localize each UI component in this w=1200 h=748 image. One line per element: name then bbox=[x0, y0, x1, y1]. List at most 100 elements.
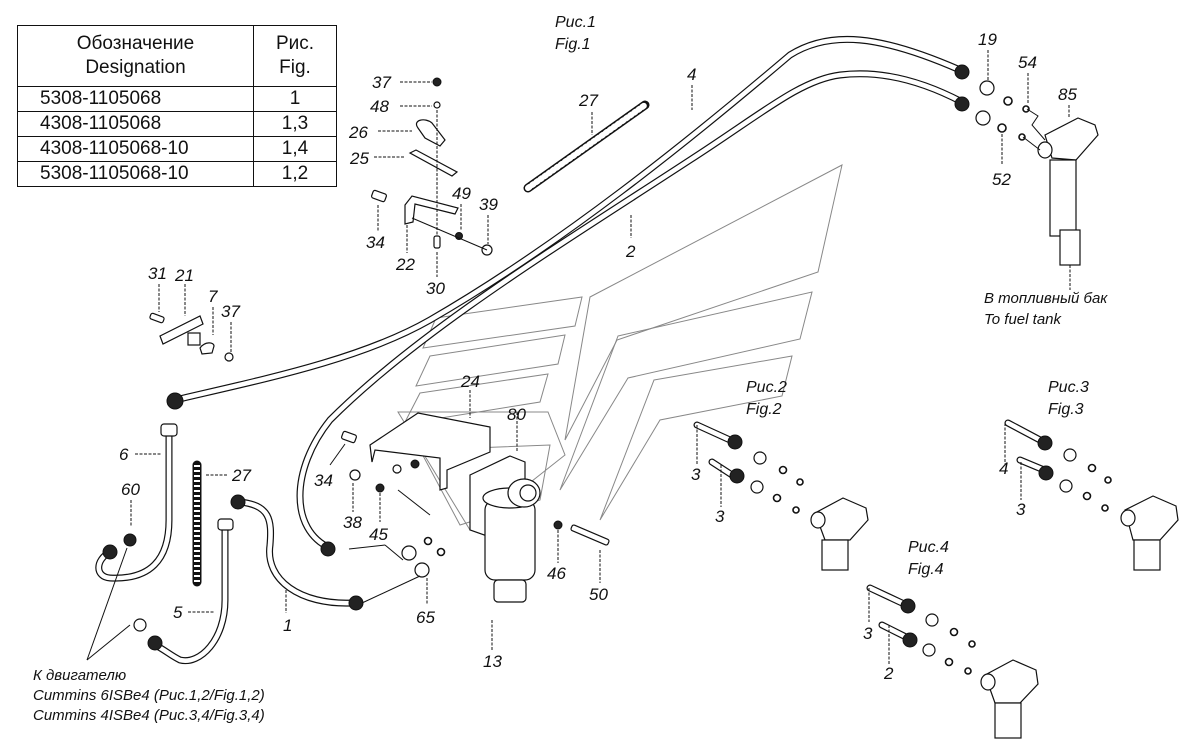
callout-65: 65 bbox=[416, 608, 435, 627]
leader-lines bbox=[130, 50, 1071, 664]
callout-21: 21 bbox=[174, 266, 194, 285]
callout-5: 5 bbox=[173, 603, 183, 622]
header-designation-ru: Обозначение bbox=[76, 33, 195, 54]
fitting-nut bbox=[147, 635, 163, 651]
bolt-30 bbox=[433, 235, 441, 249]
washer-46 bbox=[553, 520, 563, 530]
tube-6 bbox=[95, 426, 173, 582]
callout-80: 80 bbox=[507, 405, 526, 424]
callout-fig4-3: 3 bbox=[863, 624, 873, 643]
fuel-tank-sender bbox=[1022, 108, 1099, 266]
fig-cell: 1,3 bbox=[253, 111, 337, 137]
callout-27-bottom: 27 bbox=[231, 466, 251, 485]
fig-cell: 1 bbox=[253, 86, 337, 112]
fig3-title-ru: Рис.3 bbox=[1048, 379, 1089, 396]
fitting-nut bbox=[348, 595, 364, 611]
engine-note-4isbe4: Cummins 4ISBe4 (Рис.3,4/Fig.3,4) bbox=[33, 707, 265, 724]
tube-1 bbox=[236, 498, 356, 607]
designation-cell: 5308-1105068 bbox=[17, 86, 254, 112]
fitting-nut bbox=[230, 494, 246, 510]
callout-60: 60 bbox=[121, 480, 140, 499]
bolt-34 bbox=[371, 189, 387, 203]
sender-port bbox=[1037, 141, 1053, 159]
engine-pointers bbox=[86, 547, 131, 661]
table-row: 5308-1105068-10 1,2 bbox=[17, 161, 337, 187]
tube-2 bbox=[296, 70, 966, 552]
seal-54 bbox=[1018, 133, 1026, 141]
fitting-nut bbox=[954, 96, 970, 112]
fuel-filter-13 bbox=[484, 499, 536, 581]
nut bbox=[410, 459, 420, 469]
callout-fig4-2: 2 bbox=[883, 664, 894, 683]
fig2-title-en: Fig.2 bbox=[746, 401, 782, 418]
fig-cell: 1,2 bbox=[253, 161, 337, 187]
plate-21 bbox=[159, 315, 204, 345]
fitting-60 bbox=[123, 533, 137, 547]
bolt-31 bbox=[149, 312, 165, 324]
callout-fig3-4: 4 bbox=[999, 459, 1008, 478]
callout-1: 1 bbox=[283, 616, 292, 635]
figure-titles: Рис.1 Fig.1 Рис.2 Fig.2 Рис.3 Fig.3 Рис.… bbox=[555, 14, 1089, 578]
fitting-nut bbox=[320, 541, 336, 557]
filter-cap-knob bbox=[519, 484, 537, 502]
fig4-title-ru: Рис.4 bbox=[908, 539, 949, 556]
fig4-title-en: Fig.4 bbox=[908, 561, 944, 578]
fitting-19 bbox=[979, 80, 995, 96]
fig4-assembly bbox=[866, 584, 1039, 739]
designation-cell: 4308-1105068 bbox=[17, 111, 254, 137]
table-header-row: Обозначение Designation Рис. Fig. bbox=[17, 25, 337, 87]
fitting-65 bbox=[414, 562, 430, 578]
callout-48: 48 bbox=[370, 97, 389, 116]
seal-ring bbox=[997, 123, 1007, 133]
seal-ring bbox=[1003, 96, 1013, 106]
header-fig-en: Fig. bbox=[279, 57, 311, 78]
callout-25: 25 bbox=[349, 149, 369, 168]
callout-13: 13 bbox=[483, 652, 502, 671]
engine-note-6isbe4: Cummins 6ISBe4 (Рис.1,2/Fig.1,2) bbox=[33, 687, 265, 704]
fig3-assembly bbox=[1004, 419, 1179, 571]
callout-34: 34 bbox=[366, 233, 385, 252]
callout-31: 31 bbox=[148, 264, 167, 283]
callout-2: 2 bbox=[625, 242, 636, 261]
table-row: 5308-1105068 1 bbox=[17, 86, 337, 112]
callout-50: 50 bbox=[589, 585, 608, 604]
callout-fig2-3b: 3 bbox=[715, 507, 725, 526]
callout-39: 39 bbox=[479, 195, 498, 214]
nut-37 bbox=[432, 77, 442, 87]
callout-34b: 34 bbox=[314, 471, 333, 490]
sender-float bbox=[1059, 229, 1081, 266]
callout-85: 85 bbox=[1058, 85, 1077, 104]
bracket-24 bbox=[369, 412, 491, 491]
callout-fig3-3: 3 bbox=[1016, 500, 1026, 519]
fitting-adapter bbox=[401, 545, 417, 561]
callout-26: 26 bbox=[348, 123, 368, 142]
pad-25 bbox=[408, 149, 459, 177]
washer-48 bbox=[433, 101, 441, 109]
spring-27-top bbox=[523, 100, 650, 193]
header-designation: Обозначение Designation bbox=[17, 25, 254, 87]
designation-table: Обозначение Designation Рис. Fig. 5308-1… bbox=[17, 25, 337, 187]
callout-6: 6 bbox=[119, 445, 129, 464]
bolt-50 bbox=[570, 524, 610, 546]
bracket-22 bbox=[404, 195, 459, 225]
callout-37b: 37 bbox=[221, 302, 240, 321]
header-designation-en: Designation bbox=[85, 57, 186, 78]
washer bbox=[392, 464, 402, 474]
callout-27-top: 27 bbox=[578, 91, 598, 110]
callout-4: 4 bbox=[687, 65, 696, 84]
tube-4 bbox=[171, 35, 964, 404]
callout-30: 30 bbox=[426, 279, 445, 298]
clip-7 bbox=[199, 342, 215, 355]
callout-38: 38 bbox=[343, 513, 362, 532]
clamp-26 bbox=[415, 119, 446, 147]
table-row: 4308-1105068 1,3 bbox=[17, 111, 337, 137]
callouts: 37 48 26 25 34 22 30 49 39 27 4 2 19 54 … bbox=[119, 30, 1077, 683]
callout-52: 52 bbox=[992, 170, 1011, 189]
fitting-19 bbox=[975, 110, 991, 126]
seal-54 bbox=[1022, 105, 1030, 113]
callout-45: 45 bbox=[369, 525, 388, 544]
designation-cell: 5308-1105068-10 bbox=[17, 161, 254, 187]
fuel-tank-note-ru: В топливный бак bbox=[984, 290, 1108, 307]
fig2-assembly bbox=[693, 421, 869, 571]
